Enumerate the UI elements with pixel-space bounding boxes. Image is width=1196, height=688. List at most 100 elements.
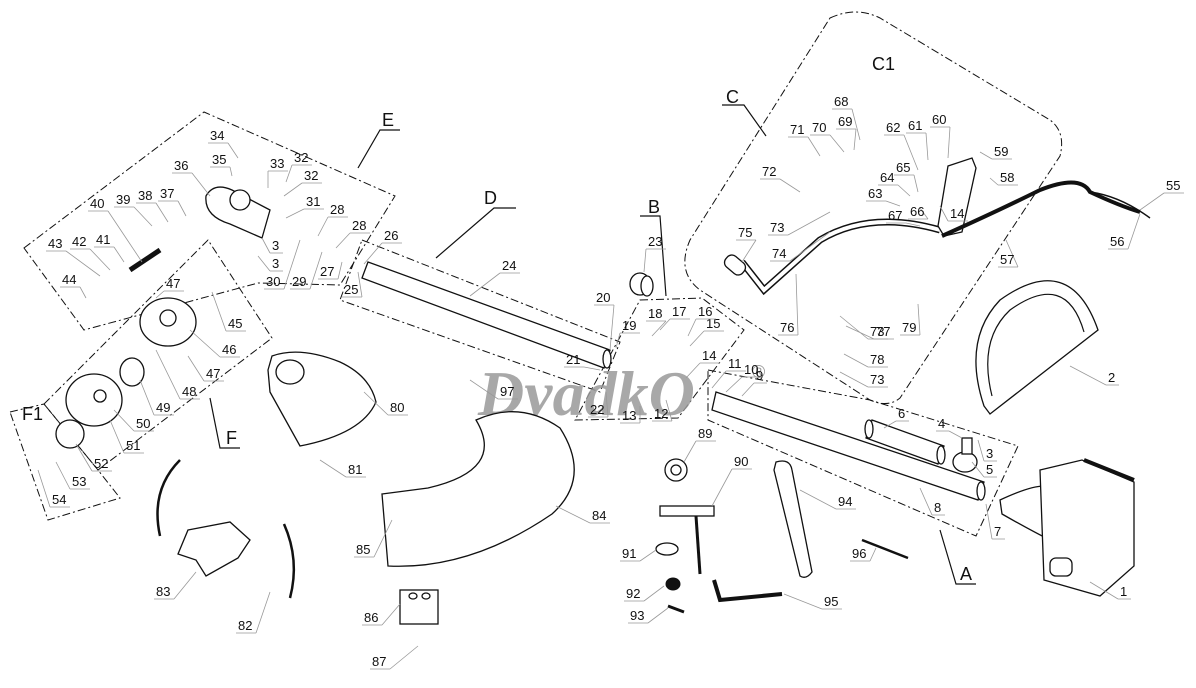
group-label-f: F (226, 428, 237, 448)
leader-line (55, 461, 90, 490)
leader-line (1108, 213, 1141, 250)
part-number: 67 (888, 208, 902, 223)
part-number: 95 (824, 594, 838, 609)
part-callout-43: 43 (46, 236, 101, 277)
leader-line (788, 136, 821, 157)
part-49-spring (119, 357, 145, 387)
part-82-blade-cover-right (282, 523, 296, 599)
part-callout-93: 93 (628, 607, 669, 624)
part-number: 48 (182, 384, 196, 399)
part-number: 30 (266, 274, 280, 289)
part-callout-92: 92 (624, 585, 665, 602)
part-callout-23: 23 (643, 234, 666, 273)
leader-line (1069, 365, 1119, 386)
part-callout-29: 29 (290, 251, 323, 290)
part-callout-3c: 3 (257, 255, 283, 272)
part-callout-56: 56 (1108, 213, 1141, 250)
part-callout-90: 90 (711, 454, 752, 507)
leader-line (264, 239, 301, 290)
part-92-nut (665, 577, 681, 591)
part-number: 45 (228, 316, 242, 331)
part-number: 52 (94, 456, 108, 471)
part-callout-94: 94 (799, 489, 856, 510)
part-number: 76 (780, 320, 794, 335)
part-number: 26 (384, 228, 398, 243)
part-number: 53 (72, 474, 86, 489)
part-number: 10 (744, 362, 758, 377)
part-callout-73: 73 (768, 211, 831, 236)
leader-line (154, 571, 197, 600)
part-number: 28 (330, 202, 344, 217)
leader-line (652, 399, 673, 422)
leader-line (290, 251, 323, 290)
leader-line (187, 355, 224, 382)
leader-line (283, 182, 322, 197)
leader-line (989, 177, 1018, 186)
part-callout-39: 39 (114, 192, 153, 227)
part-number: 43 (48, 236, 62, 251)
part-callout-95: 95 (783, 593, 842, 610)
leader-line (687, 318, 716, 337)
part-24-shaft (361, 261, 612, 369)
leader-line (886, 222, 921, 227)
part-50-spool (65, 373, 123, 427)
leader-line (158, 200, 187, 217)
part-number: 15 (706, 316, 720, 331)
part-callout-84: 84 (555, 505, 610, 524)
part-callout-74: 74 (770, 231, 831, 262)
leader-line (362, 603, 401, 626)
leader-line (189, 329, 240, 358)
leader-line (94, 246, 125, 263)
group-e-boundary (23, 111, 396, 331)
leader-line (370, 645, 419, 670)
part-number: 68 (834, 94, 848, 109)
leader-line (930, 126, 951, 159)
leader-line (318, 261, 343, 280)
group-label-e: E (382, 110, 394, 130)
leader-line (783, 593, 842, 610)
part-callout-96: 96 (850, 546, 877, 562)
leader-line (659, 318, 690, 331)
leader-line (114, 206, 153, 227)
leader-line (594, 304, 615, 351)
part-callout-3b: 3 (261, 237, 283, 254)
part-number: 73 (870, 372, 884, 387)
part-number: 75 (738, 225, 752, 240)
part-number: 62 (886, 120, 900, 135)
part-80-guard (267, 351, 377, 447)
part-number: 89 (698, 426, 712, 441)
part-number: 40 (90, 196, 104, 211)
part-callout-40: 40 (88, 196, 143, 263)
part-number: 20 (596, 290, 610, 305)
leader-line (736, 239, 757, 263)
leader-line (628, 607, 669, 624)
leader-line (884, 134, 919, 171)
part-callout-5: 5 (971, 461, 997, 478)
part-number: 14 (950, 206, 964, 221)
group-b-boundary (574, 297, 745, 421)
part-callout-69: 69 (836, 114, 857, 151)
leader-line (624, 585, 665, 602)
part-number: 92 (626, 586, 640, 601)
part-number: 85 (356, 542, 370, 557)
part-52-knob (55, 419, 85, 449)
part-number: 86 (364, 610, 378, 625)
leader-line (977, 439, 997, 462)
part-number: 46 (222, 342, 236, 357)
leader-line (906, 132, 929, 161)
leader-line (711, 370, 746, 389)
part-84-guard (381, 411, 575, 567)
part-1-engine (999, 458, 1135, 597)
leader-line (70, 248, 111, 271)
part-91-washer (655, 542, 679, 556)
part-callout-86: 86 (362, 603, 401, 626)
part-8-shaft (711, 391, 986, 501)
part-number: 42 (72, 234, 86, 249)
part-callout-55: 55 (1139, 178, 1184, 211)
part-number: 69 (838, 114, 852, 129)
part-number: 13 (622, 408, 636, 423)
part-callout-51: 51 (109, 419, 144, 454)
part-number: 80 (390, 400, 404, 415)
part-callout-80: 80 (363, 391, 408, 416)
leader-line (883, 420, 909, 429)
